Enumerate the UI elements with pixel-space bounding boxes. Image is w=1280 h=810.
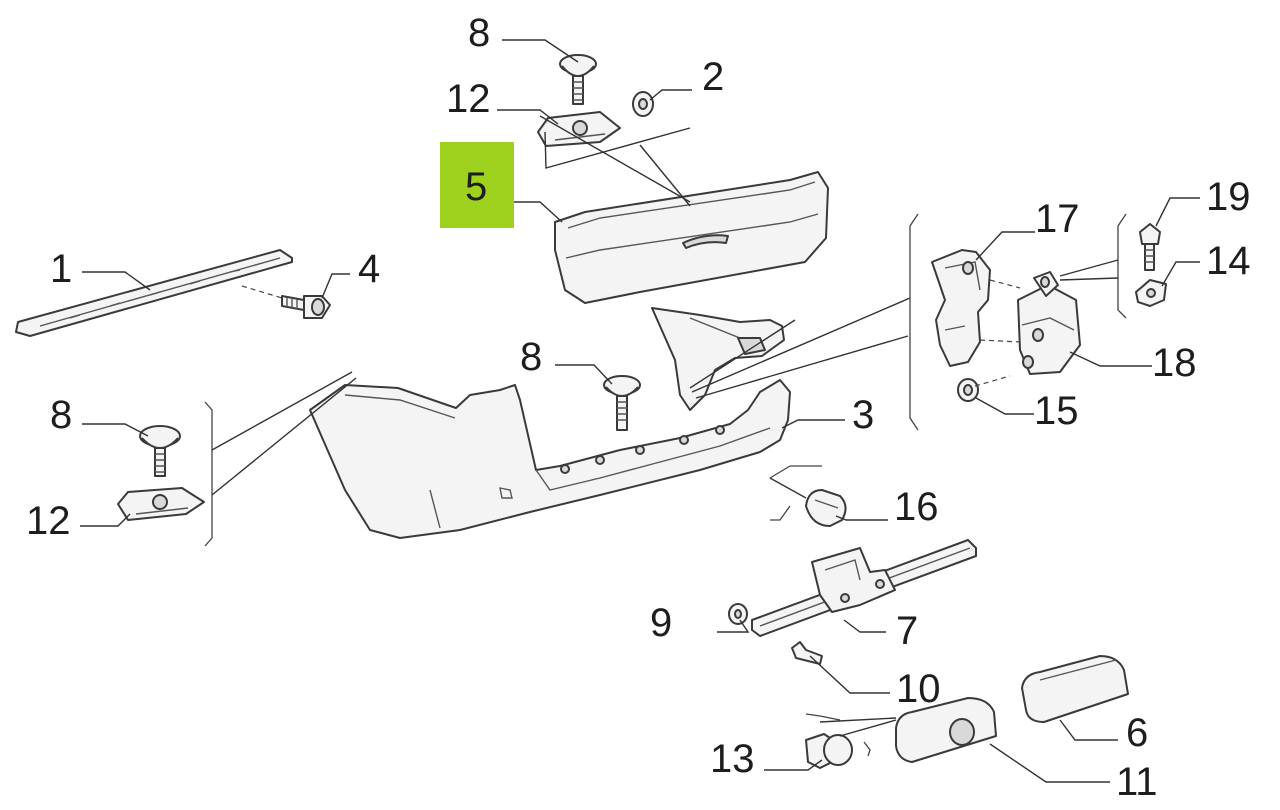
- part-9-grommet[interactable]: [728, 603, 748, 625]
- callout-6[interactable]: 6: [1126, 711, 1148, 755]
- callout-18[interactable]: 18: [1152, 341, 1197, 385]
- leader-bumper-bracket-c: [689, 319, 796, 389]
- bracket-19-14: [1117, 213, 1127, 319]
- leader-bumper-bracket-a: [691, 297, 911, 393]
- part-4-screw[interactable]: [281, 295, 331, 319]
- part-12-clip-nut-top[interactable]: [537, 111, 621, 147]
- dash-15: [974, 375, 1011, 387]
- dash-17-18-b: [979, 339, 1021, 343]
- leader-13-11-b: [839, 719, 897, 737]
- part-6-sensor-cover[interactable]: [1021, 655, 1129, 723]
- bracket-left: [204, 401, 213, 547]
- callout-leaders: [80, 39, 1200, 783]
- leader-19-14-b: [1059, 277, 1119, 281]
- part-13-clip[interactable]: [805, 733, 853, 769]
- callout-5[interactable]: 5: [465, 165, 487, 209]
- callout-9[interactable]: 9: [650, 601, 672, 645]
- bracket-13-top: [805, 713, 841, 721]
- callout-7[interactable]: 7: [896, 609, 918, 653]
- callout-4[interactable]: 4: [358, 247, 380, 291]
- callout-14[interactable]: 14: [1206, 239, 1251, 283]
- part-17-bracket[interactable]: [931, 249, 991, 367]
- part-3-rear-bumper[interactable]: [309, 307, 791, 539]
- part-8-push-pin-middle[interactable]: [603, 375, 641, 431]
- part-7-mounting-bar[interactable]: [751, 539, 977, 637]
- callout-12-left[interactable]: 12: [26, 499, 71, 543]
- part-1-reinforcement-strip[interactable]: [15, 249, 293, 337]
- leader-left-a: [211, 371, 353, 451]
- callout-3[interactable]: 3: [852, 393, 874, 437]
- callout-1[interactable]: 1: [50, 247, 72, 291]
- leader-13-11-a: [819, 717, 897, 723]
- bracket-13-right: [863, 741, 871, 757]
- callout-2[interactable]: 2: [702, 55, 724, 99]
- part-15-nut[interactable]: [957, 378, 979, 402]
- leader-left-b: [211, 377, 357, 496]
- callout-8-left[interactable]: 8: [50, 393, 72, 437]
- callout-15[interactable]: 15: [1034, 389, 1079, 433]
- leader-19-14-a: [1059, 259, 1119, 277]
- part-11-sensor-housing[interactable]: [895, 697, 997, 763]
- part-8-push-pin-top[interactable]: [559, 54, 597, 105]
- callout-17[interactable]: 17: [1035, 197, 1080, 241]
- part-16-clip[interactable]: [805, 489, 847, 527]
- part-2-grommet[interactable]: [632, 91, 654, 117]
- bracket-right: [909, 213, 919, 431]
- part-18-bracket[interactable]: [1017, 271, 1081, 375]
- callout-5-highlight: [440, 142, 514, 228]
- part-8-push-pin-left[interactable]: [139, 425, 181, 477]
- callout-16[interactable]: 16: [894, 485, 939, 529]
- dash-line-4: [241, 285, 283, 299]
- callout-12-top[interactable]: 12: [446, 77, 491, 121]
- leader-bumper-bracket-b: [695, 335, 909, 399]
- bracket-16-top: [769, 465, 822, 479]
- callout-8-top[interactable]: 8: [468, 11, 490, 55]
- callout-8-middle[interactable]: 8: [520, 335, 542, 379]
- part-14-clip[interactable]: [1135, 279, 1167, 307]
- part-19-screw[interactable]: [1139, 223, 1161, 271]
- part-12-clip-nut-left[interactable]: [117, 487, 205, 521]
- part-10-screw[interactable]: [791, 641, 823, 665]
- callout-19[interactable]: 19: [1206, 175, 1251, 219]
- callout-13[interactable]: 13: [710, 737, 755, 781]
- callout-10[interactable]: 10: [896, 667, 941, 711]
- dash-17-18: [989, 279, 1021, 289]
- leader-16: [769, 477, 807, 499]
- callout-11[interactable]: 11: [1116, 760, 1158, 804]
- bracket-16-bottom: [770, 505, 791, 521]
- part-5-upper-cover[interactable]: [554, 171, 829, 304]
